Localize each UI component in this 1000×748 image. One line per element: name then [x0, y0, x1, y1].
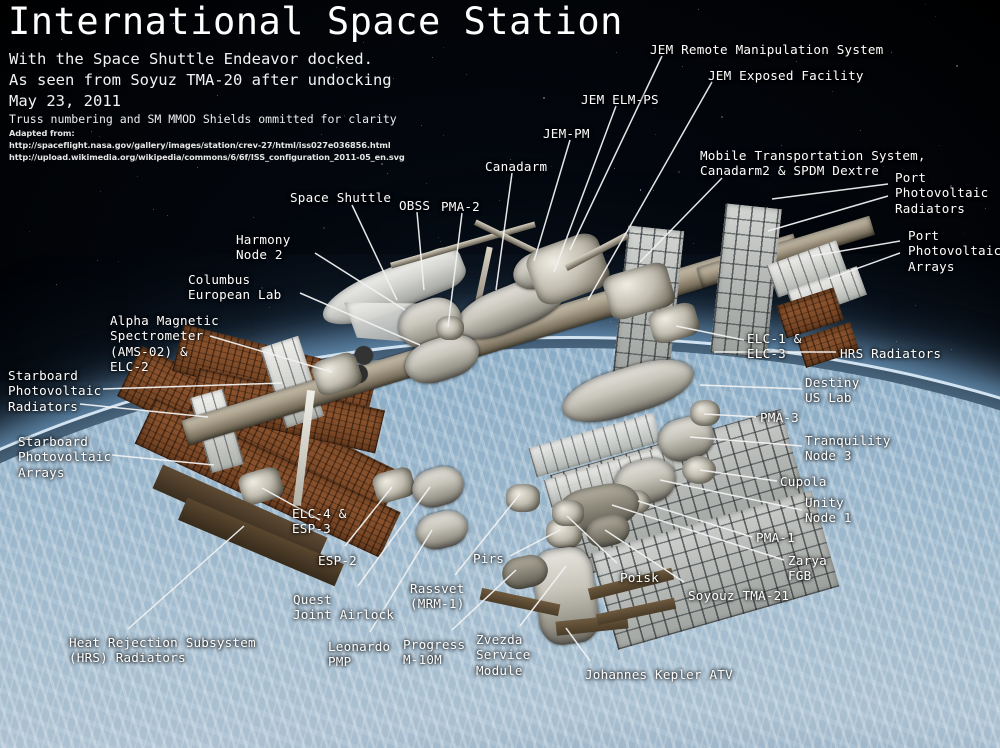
- label-progress-m10m: Progress M-10M: [403, 637, 466, 668]
- label-unity-node1: Unity Node 1: [805, 495, 852, 526]
- label-soyouz-tma-21: Soyouz TMA-21: [688, 588, 790, 603]
- date-text: May 23, 2011: [9, 92, 121, 110]
- label-pirs: Pirs: [473, 551, 505, 566]
- label-heat-rejection: Heat Rejection Subsystem (HRS) Radiators: [69, 635, 256, 666]
- pma-2: [436, 316, 464, 340]
- label-ams-02: Alpha Magnetic Spectrometer (AMS-02) & E…: [110, 313, 219, 375]
- subtitle-line-1: With the Space Shuttle Endeavor docked.: [9, 50, 373, 68]
- poisk-mrm-2: [552, 500, 584, 526]
- label-harmony-node2: Harmony Node 2: [236, 232, 291, 263]
- label-quest-airlock: Quest Joint Airlock: [293, 592, 395, 623]
- label-poisk: Poisk: [620, 570, 659, 585]
- leonardo-pmp: [412, 506, 472, 554]
- clarity-note: Truss numbering and SM MMOD Shields ommi…: [9, 112, 397, 126]
- label-esp-2: ESP-2: [318, 553, 357, 568]
- label-jem-exposed-facility: JEM Exposed Facility: [708, 68, 864, 83]
- label-johannes-kepler-atv: Johannes Kepler ATV: [585, 667, 733, 682]
- label-jem-elm-ps: JEM ELM-PS: [581, 92, 659, 107]
- label-tranquility-node3: Tranquility Node 3: [805, 433, 891, 464]
- quest-joint-airlock: [407, 461, 469, 513]
- cupola: [682, 456, 716, 484]
- label-elc-4-esp-3: ELC-4 & ESP-3: [292, 506, 347, 537]
- label-mts-canadarm2: Mobile Transportation System, Canadarm2 …: [700, 148, 926, 179]
- label-rassvet-mrm1: Rassvet (MRM-1): [410, 581, 465, 612]
- credit-url-nasa[interactable]: http://spaceflight.nasa.gov/gallery/imag…: [9, 140, 391, 150]
- page-title: International Space Station: [8, 0, 623, 43]
- label-pma-1: PMA-1: [756, 530, 795, 545]
- label-leonardo-pmp: Leonardo PMP: [328, 639, 391, 670]
- label-destiny-us-lab: Destiny US Lab: [805, 375, 860, 406]
- label-obss: OBSS: [399, 198, 431, 213]
- label-port-pv-arrays: Port Photovoltaic Arrays: [908, 228, 1000, 274]
- label-zvezda-service: Zvezda Service Module: [476, 632, 531, 678]
- subtitle-line-2: As seen from Soyuz TMA-20 after undockin…: [9, 71, 392, 89]
- label-starboard-pv-arrays: Starboard Photovoltaic Arrays: [18, 434, 112, 480]
- label-canadarm: Canadarm: [485, 159, 548, 174]
- label-cupola: Cupola: [780, 474, 827, 489]
- label-port-pv-radiators: Port Photovoltaic Radiators: [895, 170, 989, 216]
- label-jem-rms: JEM Remote Manipulation System: [650, 42, 884, 57]
- label-columbus: Columbus European Lab: [188, 272, 282, 303]
- label-pma-3: PMA-3: [760, 410, 799, 425]
- label-jem-pm: JEM-PM: [543, 126, 590, 141]
- label-space-shuttle: Space Shuttle: [290, 190, 392, 205]
- label-zarya-fgb: Zarya FGB: [788, 553, 827, 584]
- rassvet-mrm-1: [506, 484, 540, 512]
- pma-3: [690, 400, 720, 426]
- credit-label: Adapted from:: [9, 128, 75, 138]
- credit-url-wikimedia[interactable]: http://upload.wikimedia.org/wikipedia/co…: [9, 152, 405, 162]
- label-starboard-pv-radiators: Starboard Photovoltaic Radiators: [8, 368, 102, 414]
- label-hrs-radiators: HRS Radiators: [840, 346, 942, 361]
- label-elc-1-3: ELC-1 & ELC-3: [747, 331, 802, 362]
- label-pma-2: PMA-2: [441, 199, 480, 214]
